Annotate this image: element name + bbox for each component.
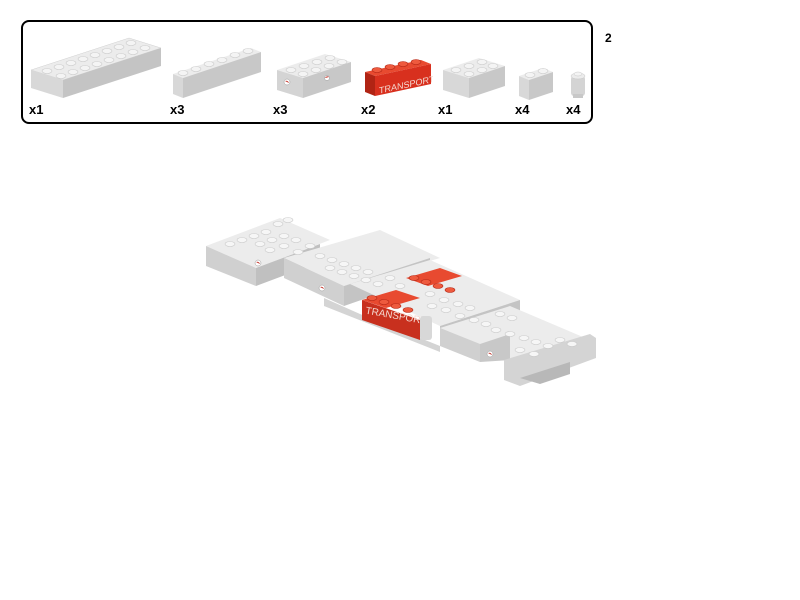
vehicle-chassis-model: TRANSPORT bbox=[206, 217, 596, 386]
quantity-label: x4 bbox=[515, 102, 530, 117]
part-technic-brick-2x4 bbox=[275, 50, 353, 102]
round-brick-icon bbox=[570, 71, 586, 98]
brick-2x3-icon bbox=[443, 58, 505, 98]
parts-list-callout: x1 x3 bbox=[21, 20, 593, 124]
part-brick-1x4-transport: TRANSPORT bbox=[363, 58, 433, 100]
brick-2x8-icon bbox=[30, 37, 162, 98]
part-brick-2x3 bbox=[441, 56, 507, 102]
quantity-label: x1 bbox=[438, 102, 453, 117]
part-brick-1x6 bbox=[171, 44, 263, 100]
part-brick-2x8 bbox=[29, 34, 163, 100]
part-brick-1x2 bbox=[517, 66, 557, 102]
quantity-label: x1 bbox=[29, 102, 44, 117]
brick-1x6-icon bbox=[173, 48, 261, 98]
part-round-brick-1x1 bbox=[569, 70, 587, 100]
technic-brick-icon bbox=[277, 54, 351, 98]
brick-1x2-icon bbox=[519, 68, 553, 100]
quantity-label: x4 bbox=[566, 102, 581, 117]
assembly-model: TRANSPORT bbox=[200, 210, 600, 395]
quantity-label: x2 bbox=[361, 102, 376, 117]
transport-brick-icon: TRANSPORT bbox=[365, 59, 433, 96]
quantity-label: x3 bbox=[170, 102, 185, 117]
quantity-label: x3 bbox=[273, 102, 288, 117]
step-number: 2 bbox=[605, 31, 612, 45]
